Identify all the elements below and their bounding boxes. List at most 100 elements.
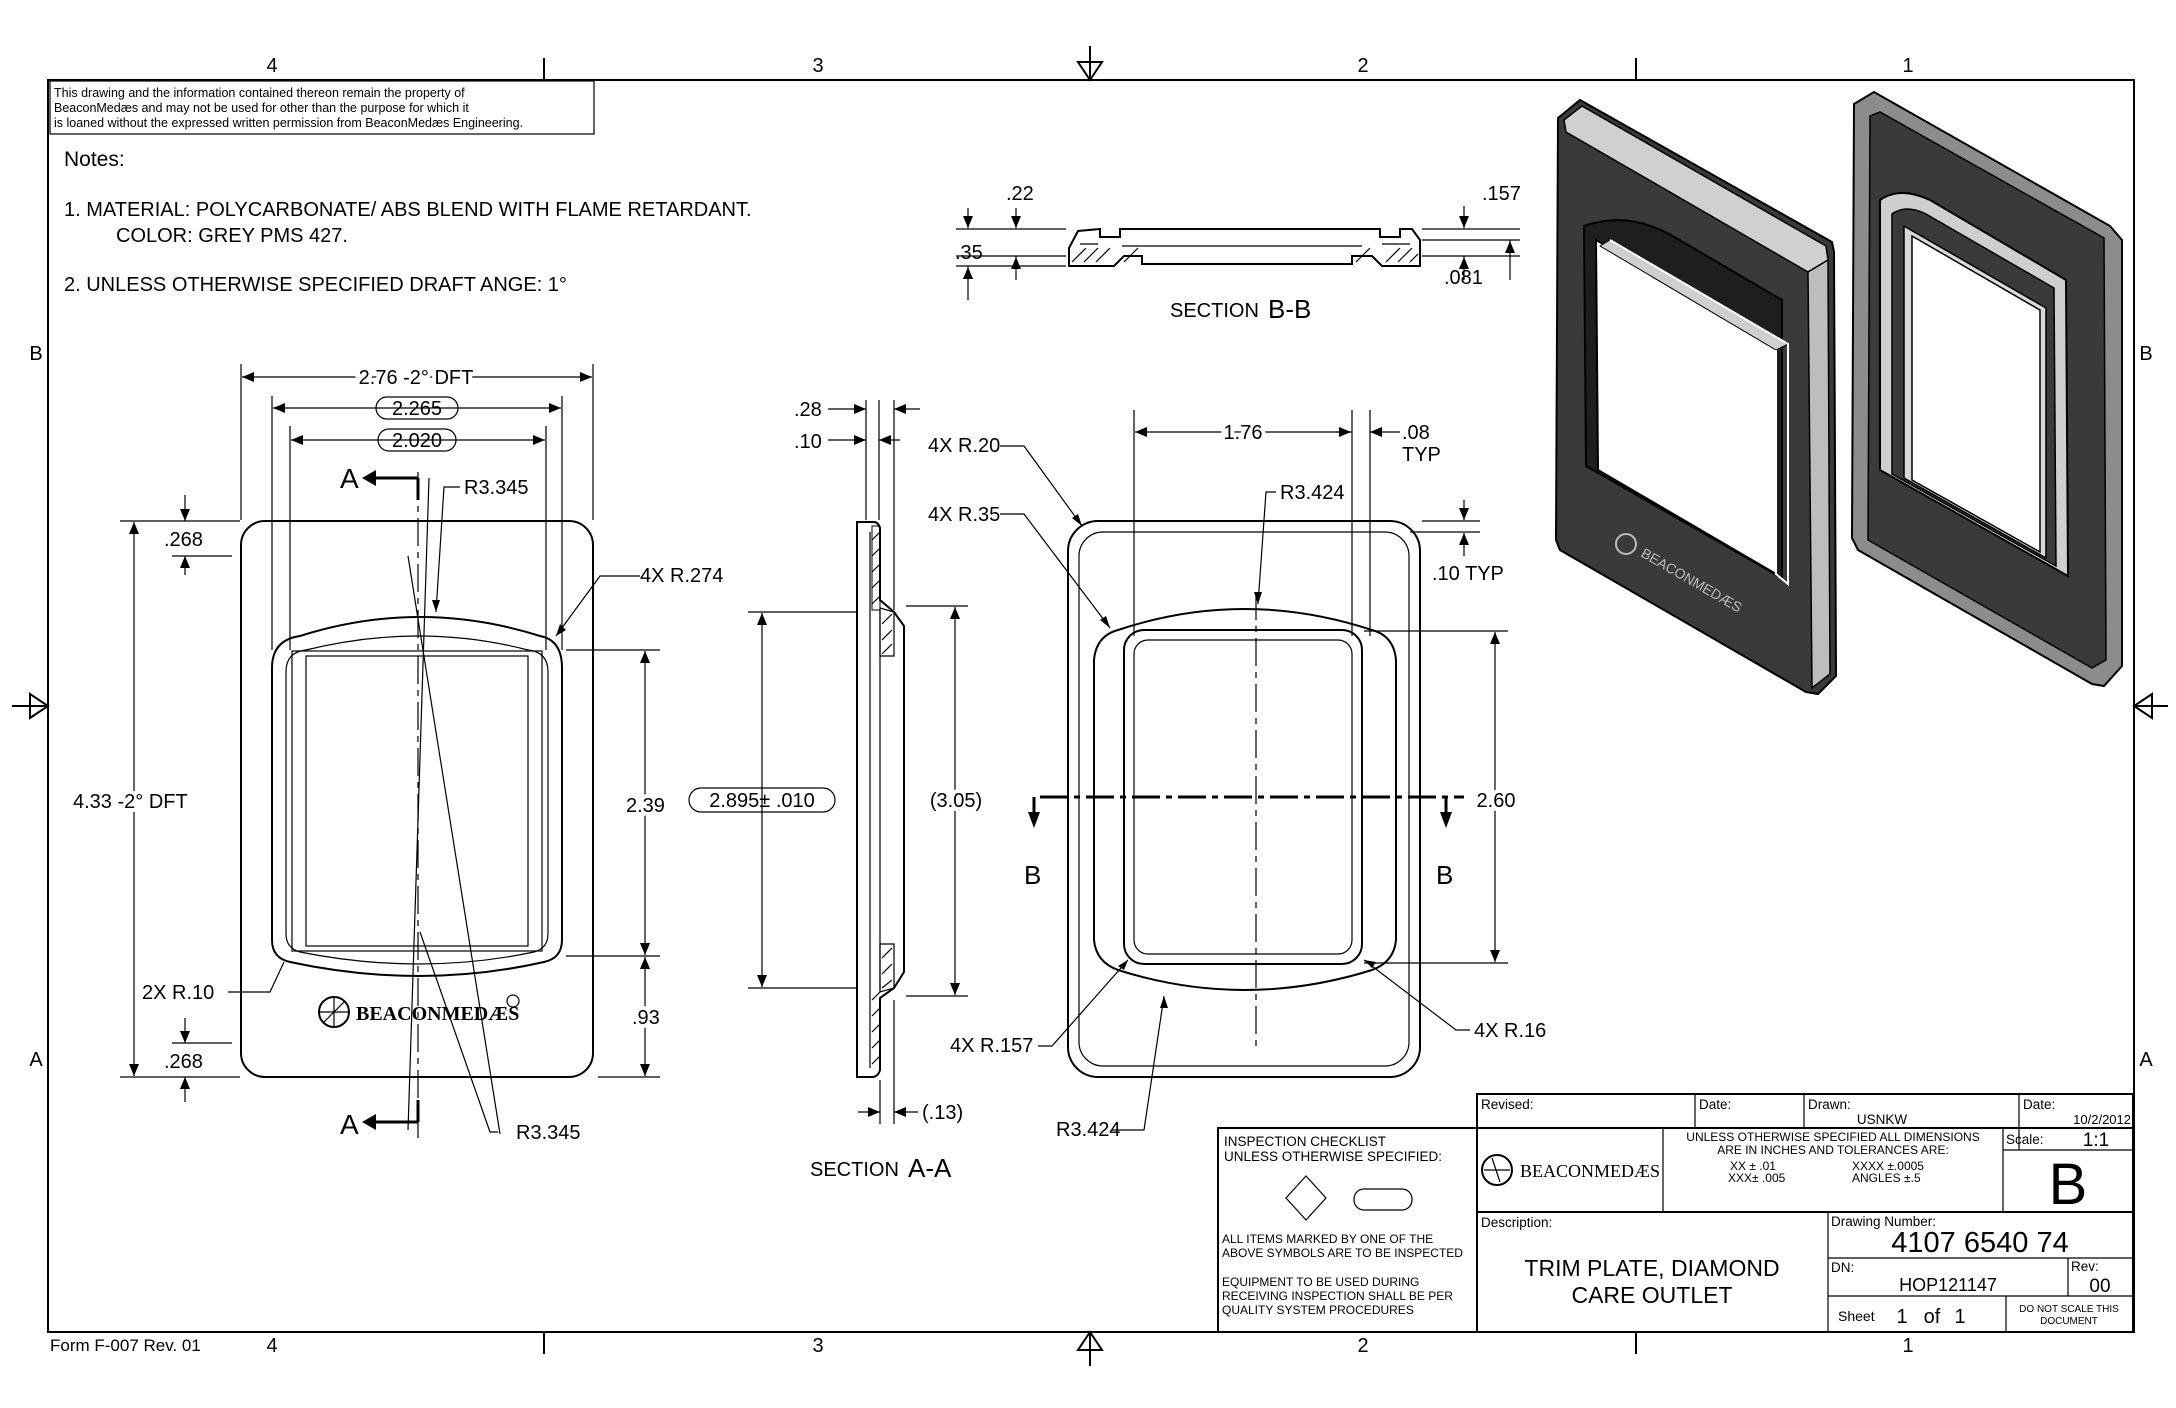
rev-value: 00 <box>2089 1276 2110 1297</box>
inspection-equipment-1: EQUIPMENT TO BE USED DURING <box>1222 1275 1419 1289</box>
section-bb-title-letter: B-B <box>1268 294 1311 324</box>
zone-right-b: B <box>2139 343 2152 365</box>
dim-2-76: 2.76 -2° DFT <box>359 367 474 389</box>
diamond-symbol-icon <box>1285 1175 1327 1221</box>
dim-268-bottom: .268 <box>164 1051 203 1073</box>
center-mark-bottom <box>1076 1330 1104 1366</box>
section-aa-title-prefix: SECTION <box>810 1159 899 1181</box>
dim-4x-r274: 4X R.274 <box>640 565 723 587</box>
zone-bottom-4: 4 <box>266 1335 277 1357</box>
isometric-front-view: BEACONMEDÆS <box>1554 98 1838 696</box>
dim-2-60: 2.60 <box>1477 790 1516 812</box>
dim-10: .10 <box>794 431 822 453</box>
section-bb-view <box>1068 227 1421 267</box>
isometric-rear-view <box>1850 90 2123 688</box>
dim-r3-345-top: R3.345 <box>464 477 529 499</box>
dn-label: DN: <box>1831 1260 1854 1275</box>
title-block <box>1476 1093 2134 1333</box>
dim-35: .35 <box>955 242 983 264</box>
form-number: Form F-007 Rev. 01 <box>50 1336 201 1355</box>
dim-28: .28 <box>794 399 822 421</box>
tolerance-xxx: XXX± .005 <box>1728 1171 1786 1185</box>
dim-157: .157 <box>1482 183 1521 205</box>
section-aa-dimensions <box>748 400 968 1124</box>
notes: Notes: 1. MATERIAL: POLYCARBONATE/ ABS B… <box>64 148 752 296</box>
date-label-2: Date: <box>2023 1097 2055 1112</box>
dim-3-05: (3.05) <box>930 790 982 812</box>
dim-4x-r157: 4X R.157 <box>950 1035 1033 1057</box>
section-b-label-left: B <box>1024 860 1041 890</box>
inspection-equipment-3: QUALITY SYSTEM PROCEDURES <box>1222 1303 1414 1317</box>
sheet-of: of <box>1924 1306 1941 1328</box>
section-a-label-top: A <box>340 463 359 494</box>
inspection-marked-1: ALL ITEMS MARKED BY ONE OF THE <box>1222 1232 1433 1246</box>
dim-268-top: .268 <box>164 529 203 551</box>
revised-label: Revised: <box>1481 1097 1534 1112</box>
dim-4x-r16: 4X R.16 <box>1474 1020 1546 1042</box>
dim-4x-r35: 4X R.35 <box>928 504 1000 526</box>
tolerance-angles: ANGLES ±.5 <box>1852 1171 1921 1185</box>
zone-top-1: 1 <box>1902 55 1913 77</box>
inspection-line-2: UNLESS OTHERWISE SPECIFIED: <box>1224 1149 1442 1164</box>
notice-line-2: BeaconMedæs and may not be used for othe… <box>54 101 469 115</box>
tolerance-line-2: ARE IN INCHES AND TOLERANCES ARE: <box>1717 1143 1949 1157</box>
company-name: BEACONMEDÆS <box>1520 1161 1660 1181</box>
section-aa-view <box>856 521 905 1078</box>
section-b-label-right: B <box>1436 860 1453 890</box>
inspection-line-1: INSPECTION CHECKLIST <box>1224 1134 1386 1149</box>
dim-r3-424-bottom: R3.424 <box>1056 1119 1121 1141</box>
proprietary-notice: This drawing and the information contain… <box>49 80 595 135</box>
dim-4x-r20: 4X R.20 <box>928 435 1000 457</box>
rev-label: Rev: <box>2071 1259 2099 1274</box>
sheet-value: 1 <box>1896 1306 1907 1328</box>
zone-right-a: A <box>2139 1049 2153 1071</box>
front-logo: BEACONMEDÆS <box>318 994 520 1028</box>
zone-top-4: 4 <box>266 55 277 77</box>
scale-value: 1:1 <box>2083 1130 2109 1151</box>
zone-left-b: B <box>29 343 42 365</box>
description-line-1: TRIM PLATE, DIAMOND <box>1524 1255 1779 1281</box>
tolerance-xxxx: XXXX ±.0005 <box>1852 1159 1924 1173</box>
zone-bottom-2: 2 <box>1357 1335 1368 1357</box>
oval-symbol-icon <box>1353 1188 1413 1211</box>
notice-line-1: This drawing and the information contain… <box>54 86 465 100</box>
note-1: 1. MATERIAL: POLYCARBONATE/ ABS BLEND WI… <box>64 199 752 221</box>
dim-2x-r10: 2X R.10 <box>142 982 214 1004</box>
sheet-label: Sheet <box>1838 1308 1875 1324</box>
no-scale-line-2: DOCUMENT <box>2040 1316 2098 1327</box>
dim-2-39: 2.39 <box>626 795 665 817</box>
dim-08-typ: TYP <box>1402 444 1441 466</box>
description-line-2: CARE OUTLET <box>1571 1282 1732 1308</box>
zone-bottom-1: 1 <box>1902 1335 1913 1357</box>
inspection-equipment-2: RECEIVING INSPECTION SHALL BE PER <box>1222 1289 1453 1303</box>
company-logo <box>1481 1154 1513 1186</box>
date-value: 10/2/2012 <box>2073 1112 2131 1127</box>
dim-2-020: 2.020 <box>392 430 442 452</box>
sheet-total: 1 <box>1954 1306 1965 1328</box>
dim-10-typ: .10 TYP <box>1432 563 1504 585</box>
dim-r3-345-bottom: R3.345 <box>516 1122 581 1144</box>
note-1-color: COLOR: GREY PMS 427. <box>116 225 348 247</box>
rear-dimensions <box>1000 410 1508 1131</box>
dim-93: .93 <box>632 1007 660 1029</box>
drawing-number-label: Drawing Number: <box>1831 1214 1936 1229</box>
size-value: B <box>2049 1152 2088 1217</box>
no-scale-line-1: DO NOT SCALE THIS <box>2019 1304 2119 1315</box>
inspection-checklist: INSPECTION CHECKLIST UNLESS OTHERWISE SP… <box>1217 1127 1478 1333</box>
drawing-number: 4107 6540 74 <box>1891 1227 2068 1259</box>
section-a-cut: A A <box>340 463 420 1140</box>
front-view <box>240 472 594 1138</box>
dim-08: .08 <box>1402 422 1430 444</box>
dim-22: .22 <box>1006 183 1034 205</box>
drawn-value: USNKW <box>1857 1112 1908 1127</box>
dn-value: HOP121147 <box>1899 1275 1997 1295</box>
dim-081: .081 <box>1444 267 1483 289</box>
dim-4-33: 4.33 -2° DFT <box>73 791 188 813</box>
zone-top-2: 2 <box>1357 55 1368 77</box>
tolerance-line-1: UNLESS OTHERWISE SPECIFIED ALL DIMENSION… <box>1686 1130 1979 1144</box>
zone-bottom-3: 3 <box>812 1335 823 1357</box>
front-dimensions <box>120 364 660 1133</box>
date-label: Date: <box>1699 1097 1731 1112</box>
rear-view <box>1028 520 1464 1078</box>
